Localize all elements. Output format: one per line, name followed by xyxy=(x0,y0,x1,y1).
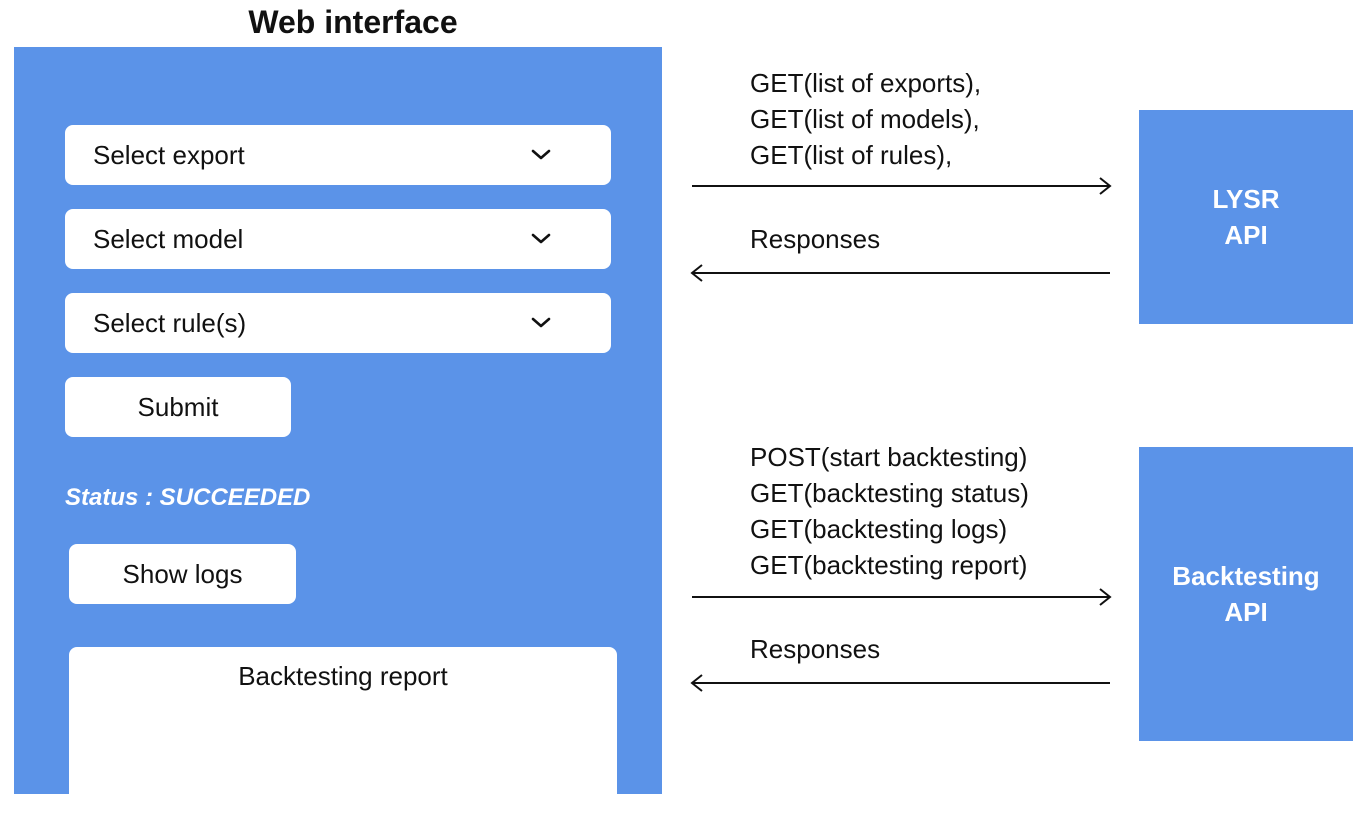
chevron-down-icon xyxy=(531,317,551,328)
submit-button[interactable]: Submit xyxy=(65,377,291,437)
select-rules-dropdown[interactable]: Select rule(s) xyxy=(65,293,611,353)
web-interface-title: Web interface xyxy=(248,4,458,40)
select-model-dropdown[interactable]: Select model xyxy=(65,209,611,269)
select-export-label: Select export xyxy=(93,139,245,170)
arrow-right-icon xyxy=(692,177,1112,195)
arrow-left-icon xyxy=(690,264,1110,282)
arrow-left-icon xyxy=(690,674,1110,692)
lysr-api-name: LYSR xyxy=(1212,184,1280,214)
chevron-down-icon xyxy=(531,149,551,160)
backtesting-api-suffix: API xyxy=(1224,597,1268,627)
lysr-api-suffix: API xyxy=(1224,220,1268,250)
backtesting-request-item: GET(backtesting status) xyxy=(750,478,1029,508)
show-logs-button[interactable]: Show logs xyxy=(69,544,296,604)
backtesting-request-item: GET(backtesting logs) xyxy=(750,514,1008,544)
lysr-responses-label: Responses xyxy=(750,224,881,254)
backtesting-api-name: Backtesting xyxy=(1172,561,1320,591)
select-rules-label: Select rule(s) xyxy=(93,307,247,338)
arrow-right-icon xyxy=(692,588,1112,606)
lysr-request-item: GET(list of rules), xyxy=(750,140,953,170)
backtesting-report-title: Backtesting report xyxy=(238,661,448,691)
backtesting-api-box: Backtesting API xyxy=(1139,447,1353,741)
backtesting-request-item: POST(start backtesting) xyxy=(750,442,1028,472)
backtesting-report-box: Backtesting report xyxy=(69,647,617,794)
lysr-request-item: GET(list of models), xyxy=(750,104,980,134)
select-model-label: Select model xyxy=(93,223,244,254)
select-export-dropdown[interactable]: Select export xyxy=(65,125,611,185)
backtesting-request-item: GET(backtesting report) xyxy=(750,550,1028,580)
backtesting-responses-label: Responses xyxy=(750,634,881,664)
backtesting-requests: POST(start backtesting) GET(backtesting … xyxy=(750,439,1029,583)
lysr-request-item: GET(list of exports), xyxy=(750,68,982,98)
lysr-requests: GET(list of exports), GET(list of models… xyxy=(750,65,981,173)
status-text: Status : SUCCEEDED xyxy=(65,484,311,511)
lysr-api-box: LYSR API xyxy=(1139,110,1353,324)
chevron-down-icon xyxy=(531,233,551,244)
